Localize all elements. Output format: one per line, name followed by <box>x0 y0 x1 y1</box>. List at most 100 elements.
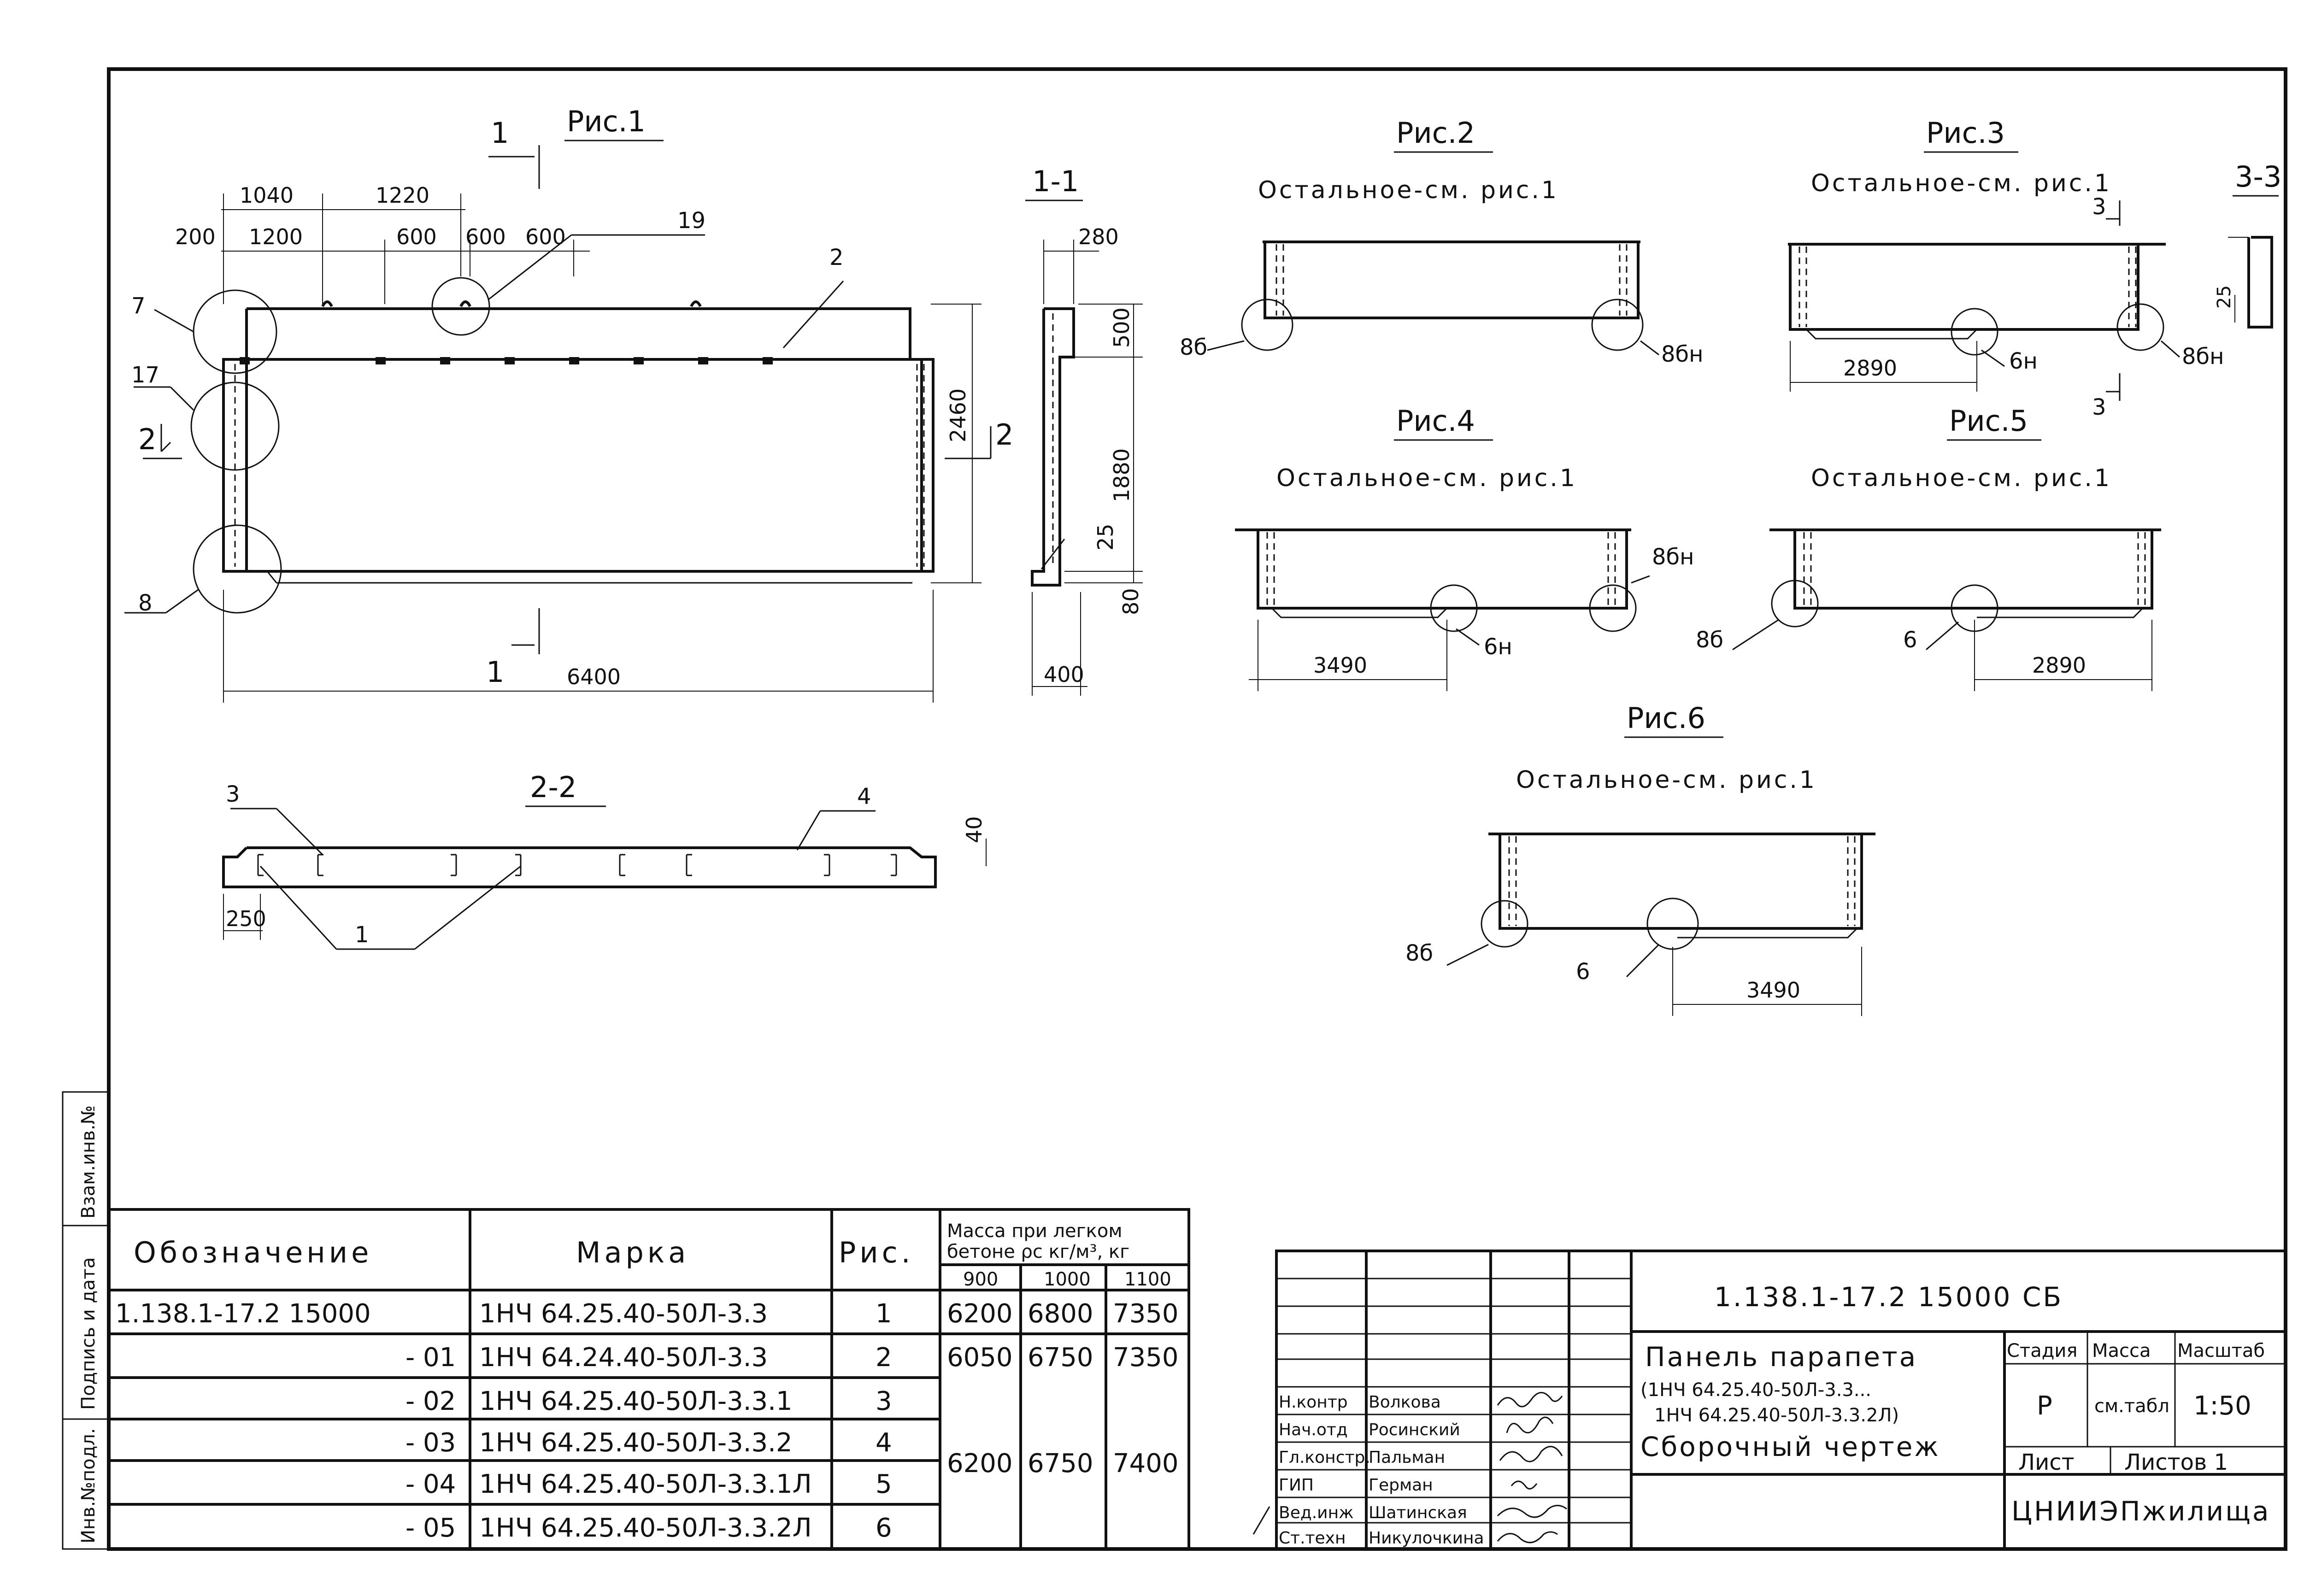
dim-1200: 1200 <box>249 224 303 249</box>
fig3-sec3-bot: 3 <box>2092 394 2106 420</box>
sec33-dim-25: 25 <box>2214 285 2235 309</box>
spec-row1-fig: 2 <box>876 1343 892 1373</box>
spec-row4-mark: 1НЧ 64.25.40-50Л-3.3.1Л <box>479 1469 812 1499</box>
side-stamp-sign: Подпись и дата <box>78 1257 99 1410</box>
tb-org: ЦНИИЭПжилища <box>2011 1496 2270 1527</box>
fig3-note: Остальное-см. рис.1 <box>1811 170 2112 197</box>
detail-circle-8 <box>193 524 282 614</box>
spec-row1-m1100: 7350 <box>1113 1343 1179 1373</box>
fig2-note: Остальное-см. рис.1 <box>1258 176 1559 204</box>
sec11-dim-500: 500 <box>1109 307 1134 348</box>
signatures <box>1252 1392 1567 1543</box>
fig4-note: Остальное-см. рис.1 <box>1276 464 1577 492</box>
embedded-parts <box>240 357 773 364</box>
fig4-dim-3490: 3490 <box>1313 653 1367 678</box>
spec-row0-m900: 6200 <box>947 1299 1013 1329</box>
spec-row2-fig: 3 <box>876 1386 892 1416</box>
fig5-dim-2890: 2890 <box>2032 653 2086 678</box>
spec-row5-mark: 1НЧ 64.25.40-50Л-3.3.2Л <box>479 1513 812 1543</box>
spec-row3-designation: - 03 <box>406 1428 456 1458</box>
sec22-title: 2-2 <box>530 770 576 804</box>
fig6-note: Остальное-см. рис.1 <box>1516 766 1817 794</box>
tb-role-2: Гл.констр. <box>1279 1448 1370 1467</box>
spec-row5-fig: 6 <box>876 1513 892 1543</box>
section-3-3: 3-3 25 <box>2214 160 2281 329</box>
fig1-dims: 1040 1220 200 1200 600 600 600 2460 6400 <box>175 183 982 703</box>
tb-role-5: Ст.техн <box>1279 1529 1346 1548</box>
dim-600-a: 600 <box>396 224 437 249</box>
spec-row0-designation: 1.138.1-17.2 15000 <box>115 1299 371 1329</box>
fig6-label-8b: 8б <box>1405 940 1433 966</box>
section-1-1: 1-1 280 500 1880 25 80 400 <box>1025 164 1143 696</box>
spec-hdr-fig: Рис. <box>839 1236 914 1269</box>
spec-merged-m1100: 7400 <box>1113 1449 1179 1479</box>
tb-sheets-label: Листов 1 <box>2124 1449 2228 1475</box>
fig1-callout-8: 8 <box>138 590 153 616</box>
spec-row2-mark: 1НЧ 64.25.40-50Л-3.3.1 <box>479 1386 793 1416</box>
spec-row5-designation: - 05 <box>406 1513 456 1543</box>
spec-row4-designation: - 04 <box>406 1469 456 1499</box>
fig5-label-8b: 8б <box>1696 627 1723 653</box>
fig2: Рис.2 Остальное-см. рис.1 8б 8бн <box>1180 116 1704 367</box>
fig1-callout-19: 19 <box>677 208 705 234</box>
tb-role-0: Н.контр <box>1279 1393 1348 1412</box>
detail-circle-19 <box>431 277 490 336</box>
spec-row0-fig: 1 <box>876 1299 892 1329</box>
fig3-dim-2890: 2890 <box>1843 356 1897 381</box>
sec11-dim-280: 280 <box>1078 224 1119 249</box>
spec-row1-m1000: 6750 <box>1028 1343 1093 1373</box>
dim-600-c: 600 <box>525 224 566 249</box>
fig5-title: Рис.5 <box>1949 404 2028 438</box>
sec22-callout-3: 3 <box>226 781 240 807</box>
tb-title-2: (1НЧ 64.25.40-50Л-3.3... <box>1640 1379 1871 1401</box>
tb-role-3: ГИП <box>1279 1476 1314 1495</box>
fig6-dim-3490: 3490 <box>1746 978 1800 1003</box>
fig5-note: Остальное-см. рис.1 <box>1811 464 2112 492</box>
dim-200: 200 <box>175 224 216 249</box>
dim-2460: 2460 <box>946 388 970 442</box>
tb-name-3: Герман <box>1369 1476 1433 1495</box>
fig1-facade: Рис.1 <box>124 105 1013 703</box>
spec-row2-designation: - 02 <box>406 1386 456 1416</box>
fig4-title: Рис.4 <box>1396 404 1475 438</box>
spec-row3-fig: 4 <box>876 1428 892 1458</box>
sec11-dim-1880: 1880 <box>1109 448 1134 502</box>
spec-row3-mark: 1НЧ 64.25.40-50Л-3.3.2 <box>479 1428 793 1458</box>
dim-600-b: 600 <box>465 224 506 249</box>
fig3-sec3-top: 3 <box>2092 194 2106 220</box>
fig2-label-8bn: 8бн <box>1661 341 1704 367</box>
fig1-callout-2-top: 2 <box>829 245 844 270</box>
fig3-label-6n: 6н <box>2009 348 2038 374</box>
spec-row1-mark: 1НЧ 64.24.40-50Л-3.3 <box>479 1343 768 1373</box>
side-stamp-vzam: Взам.инв.№ <box>78 1105 99 1219</box>
section-2-2: 2-2 3 4 1 250 40 <box>222 770 987 950</box>
tb-role-1: Нач.отд <box>1279 1420 1348 1439</box>
tb-name-4: Шатинская <box>1369 1503 1467 1522</box>
sec33-title: 3-3 <box>2235 160 2281 194</box>
fig1-sec1-top: 1 <box>491 116 509 150</box>
fig6: Рис.6 Остальное-см. рис.1 8б 6 3490 <box>1405 701 1875 1016</box>
tb-mass: см.табл <box>2094 1396 2169 1417</box>
tb-scale: 1:50 <box>2193 1391 2251 1421</box>
spec-row1-designation: - 01 <box>406 1343 456 1373</box>
spec-hdr-1000: 1000 <box>1044 1269 1091 1290</box>
sec11-dim-80: 80 <box>1118 588 1143 615</box>
fig3-title: Рис.3 <box>1926 116 2005 150</box>
tb-name-0: Волкова <box>1369 1393 1441 1412</box>
spec-row0-m1000: 6800 <box>1028 1299 1093 1329</box>
lifting-loops <box>321 300 702 307</box>
title-block: 1.138.1-17.2 15000 СБ Панель парапета (1… <box>1252 1250 2287 1550</box>
sec11-dim-400: 400 <box>1044 662 1084 687</box>
tb-scale-label: Масштаб <box>2177 1340 2265 1361</box>
sec22-callout-1: 1 <box>355 922 369 948</box>
fig3: Рис.3 Остальное-см. рис.1 6н 8бн 2890 3 … <box>1788 116 2224 420</box>
side-stamp-inv: Инв.№подл. <box>78 1428 99 1543</box>
spec-hdr-mass-2: бетоне ρс кг/м³, кг <box>947 1241 1129 1262</box>
side-stamp: Инв.№подл. Подпись и дата Взам.инв.№ <box>62 1091 110 1550</box>
tb-title-4: Сборочный чертеж <box>1640 1431 1940 1462</box>
spec-row1-m900: 6050 <box>947 1343 1013 1373</box>
fig2-title: Рис.2 <box>1396 116 1475 150</box>
spec-row0-mark: 1НЧ 64.25.40-50Л-3.3 <box>479 1299 768 1329</box>
tb-code: 1.138.1-17.2 15000 СБ <box>1714 1281 2063 1313</box>
